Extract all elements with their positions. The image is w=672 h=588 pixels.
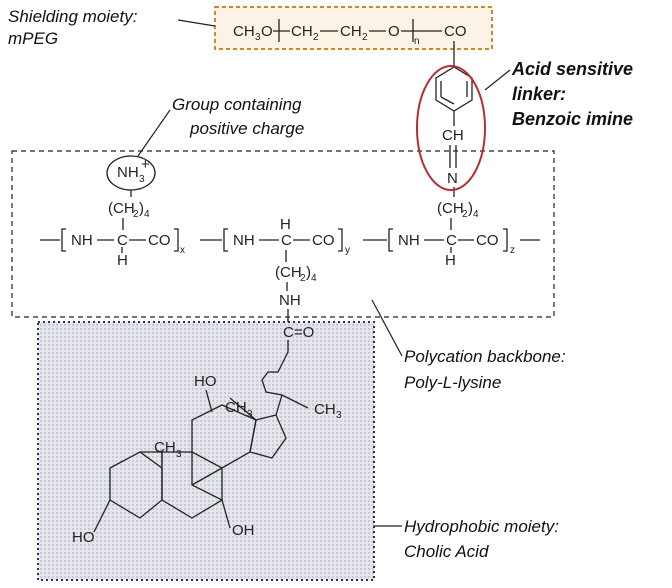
- svg-text:(CH: (CH: [437, 200, 464, 217]
- hydrophobic-label-1: Hydrophobic moiety:: [404, 517, 559, 536]
- svg-text:n: n: [414, 36, 420, 47]
- svg-text:H: H: [280, 216, 291, 233]
- svg-text:3: 3: [176, 449, 182, 460]
- svg-text:2: 2: [133, 209, 139, 220]
- lysine-ammonium-side-chain: NH 3 + (CH 2 ) 4: [106, 155, 156, 230]
- svg-text:4: 4: [473, 209, 479, 220]
- mpeg-chain: CH 3 O CH 2 CH 2 O n CO: [233, 19, 467, 47]
- lysine-amide-side-chain: (CH 2 ) 4 NH C=O: [275, 250, 317, 341]
- svg-text:C: C: [117, 232, 128, 249]
- benzoic-imine-linker: CH N: [416, 41, 486, 197]
- svg-text:HO: HO: [72, 529, 95, 546]
- svg-text:2: 2: [300, 273, 306, 284]
- svg-text:x: x: [180, 245, 185, 256]
- svg-text:H: H: [117, 252, 128, 269]
- polycation-label-2: Poly-L-lysine: [404, 373, 501, 392]
- svg-text:CH: CH: [225, 399, 247, 416]
- svg-text:CH: CH: [154, 439, 176, 456]
- svg-text:NH: NH: [117, 164, 139, 181]
- svg-text:y: y: [345, 245, 350, 256]
- svg-text:+: +: [141, 156, 150, 173]
- svg-text:CH: CH: [314, 401, 336, 418]
- svg-text:C: C: [446, 232, 457, 249]
- lysine-imine-side-chain: (CH 2 ) 4: [437, 200, 479, 230]
- svg-text:): ): [468, 200, 473, 217]
- svg-text:NH: NH: [398, 232, 420, 249]
- acid-label-1: Acid sensitive: [511, 59, 633, 79]
- svg-text:CO: CO: [476, 232, 499, 249]
- svg-text:NH: NH: [71, 232, 93, 249]
- svg-text:3: 3: [255, 32, 261, 43]
- svg-text:NH: NH: [233, 232, 255, 249]
- svg-text:3: 3: [139, 174, 145, 185]
- group-label-1: Group containing: [172, 95, 302, 114]
- svg-text:CO: CO: [312, 232, 335, 249]
- acid-label-2: linker:: [512, 84, 566, 104]
- svg-text:N: N: [447, 170, 458, 187]
- poly-lysine-backbone: NH C H CO x NH H C CO y NH C H CO z: [40, 216, 540, 269]
- svg-text:CH: CH: [340, 23, 362, 40]
- svg-text:z: z: [510, 245, 515, 256]
- svg-text:C=O: C=O: [283, 324, 314, 341]
- svg-text:O: O: [388, 23, 400, 40]
- svg-text:OH: OH: [232, 522, 255, 539]
- svg-text:2: 2: [313, 32, 319, 43]
- labels: Shielding moiety: mPEG Acid sensitive li…: [8, 7, 633, 561]
- svg-text:3: 3: [336, 410, 342, 421]
- group-label-2: positive charge: [189, 119, 304, 138]
- svg-text:NH: NH: [279, 292, 301, 309]
- mpeg-box: [214, 6, 493, 50]
- svg-text:CH: CH: [291, 23, 313, 40]
- svg-text:): ): [139, 200, 144, 217]
- polycation-backbone-box: [11, 150, 555, 318]
- svg-text:H: H: [445, 252, 456, 269]
- acid-label-3: Benzoic imine: [512, 109, 633, 129]
- linker-highlight-ellipse: [416, 65, 486, 191]
- svg-text:(CH: (CH: [108, 200, 135, 217]
- cholic-acid-region: [37, 321, 375, 581]
- polycation-label-1: Polycation backbone:: [404, 347, 566, 366]
- svg-text:C: C: [281, 232, 292, 249]
- svg-text:CH: CH: [442, 127, 464, 144]
- svg-text:CO: CO: [148, 232, 171, 249]
- svg-text:O: O: [261, 23, 273, 40]
- svg-text:CH: CH: [233, 23, 255, 40]
- shielding-label-2: mPEG: [8, 29, 58, 48]
- svg-text:(CH: (CH: [275, 264, 302, 281]
- svg-text:2: 2: [362, 32, 368, 43]
- svg-text:HO: HO: [194, 373, 217, 390]
- svg-text:CO: CO: [444, 23, 467, 40]
- svg-text:3: 3: [247, 409, 253, 420]
- svg-text:): ): [306, 264, 311, 281]
- hydrophobic-label-2: Cholic Acid: [404, 542, 489, 561]
- cholic-acid-structure: CH 3 CH 3 CH 3 HO HO OH: [72, 340, 342, 546]
- svg-text:2: 2: [462, 209, 468, 220]
- svg-text:4: 4: [144, 209, 150, 220]
- shielding-label-1: Shielding moiety:: [8, 7, 138, 26]
- svg-text:4: 4: [311, 273, 317, 284]
